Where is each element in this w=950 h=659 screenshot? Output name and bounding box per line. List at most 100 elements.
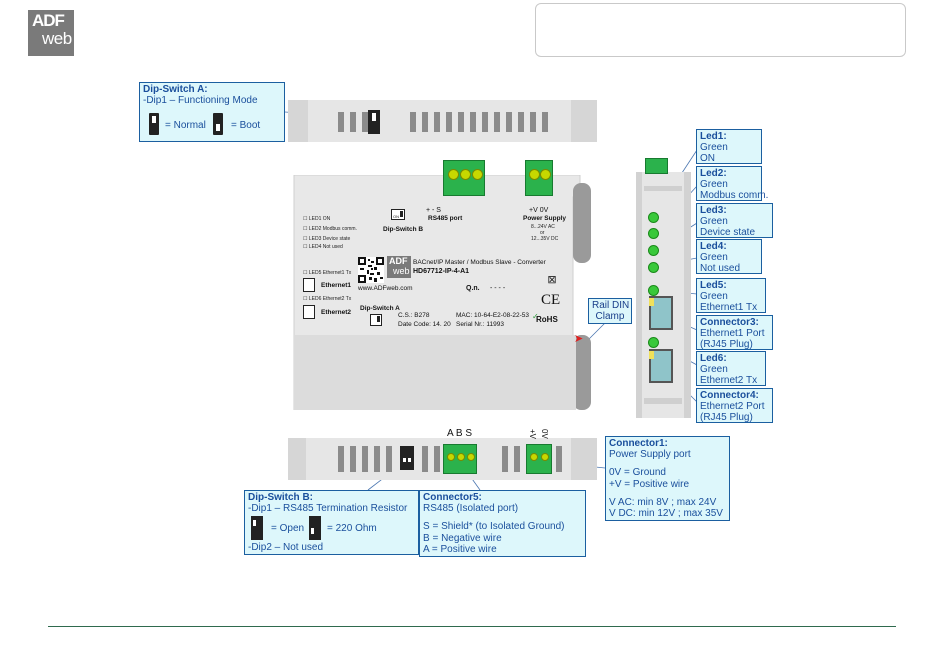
device-website: www.ADFweb.com (358, 285, 413, 292)
led1-label: ☐ LED1 ON (303, 216, 331, 222)
led4-title: Led4: (700, 241, 727, 252)
dip-b-line1: -Dip1 – RS485 Termination Resistor (248, 503, 408, 515)
device-model: HD67712-IP-4-A1 (413, 268, 470, 275)
power-terminal-top (525, 160, 553, 196)
led6-indicator (648, 337, 659, 348)
callout-led1: Led1: Green ON (696, 129, 762, 164)
terminal-screw-minus (460, 169, 471, 180)
datecode-label: Date Code: 14. 20 (398, 321, 451, 328)
rs485-port-label: RS485 port (428, 215, 463, 222)
connector4-line1: (RJ45 Plug) (700, 412, 753, 424)
dip-a-line1: -Dip1 – Functioning Mode (143, 95, 258, 107)
dip-b-ohm-switch-icon (309, 516, 321, 540)
led5-line0: Green (700, 291, 728, 303)
ethernet2-port-icon (303, 305, 315, 319)
led1-indicator (648, 212, 659, 223)
qr-code (358, 257, 384, 283)
connector5-line2: S = Shield* (to Isolated Ground) (423, 521, 565, 533)
rail-line2: Clamp (595, 311, 625, 323)
led2-line0: Green (700, 179, 728, 191)
power-supply-spec2: or (540, 230, 545, 236)
led3-line0: Green (700, 216, 728, 228)
dip-switch-b-front-label: Dip-Switch B (383, 226, 424, 233)
callout-rail-din: Rail DIN Clamp (588, 298, 632, 324)
dip-b-open-switch-icon (251, 516, 263, 540)
led6-front-label: ☐ LED6 Ethernet2 Tx (303, 296, 352, 302)
adfweb-small-logo: ADF web (387, 256, 411, 278)
top-vent-area (288, 100, 597, 142)
dip-a-normal-switch-icon (149, 113, 159, 135)
dip-b-knob (400, 211, 403, 217)
logo-text-web: web (42, 29, 72, 48)
callout-dip-switch-a: Dip-Switch A: -Dip1 – Functioning Mode =… (139, 82, 285, 142)
callout-connector1: Connector1: Power Supply port 0V = Groun… (605, 436, 730, 521)
mac-label: MAC: 10-64-E2-08-22-53 (456, 312, 529, 319)
top-vents (288, 100, 597, 142)
connector5-title: Connector5: (423, 492, 482, 503)
callout-dip-switch-b: Dip-Switch B: -Dip1 – RS485 Termination … (244, 490, 419, 555)
led6-line1: Ethernet2 Tx (700, 375, 758, 387)
device-bottom-view (288, 438, 597, 480)
led3-label: ☐ LED3 Device state (303, 236, 351, 242)
dip-switch-a-front (370, 314, 382, 326)
plus-v-label: +V (528, 429, 537, 440)
dip-a-knob (377, 316, 380, 322)
dip-b-open-label: = Open (271, 523, 305, 534)
connector1-line3: +V = Positive wire (609, 478, 690, 490)
dip-switch-b-front: ON (391, 209, 405, 220)
device-top-view (288, 100, 597, 142)
callout-led6: Led6: Green Ethernet2 Tx (696, 351, 766, 386)
led4-label: ☐ LED4 Not used (303, 244, 343, 250)
device-front-view (288, 175, 597, 410)
header-box (535, 3, 906, 57)
zero-v-label: 0V (540, 429, 549, 439)
power-supply-label: Power Supply (523, 215, 566, 222)
rs485-terminal-bottom (443, 444, 477, 474)
dip-b-on-label: ON (393, 214, 399, 219)
abs-terminal-labels: A B S (447, 428, 473, 439)
connector5-line4: A = Positive wire (423, 543, 497, 555)
power-supply-spec3: 12...35V DC (531, 236, 559, 242)
ethernet1-front-label: Ethernet1 (321, 282, 351, 289)
bottom-terminal-b (457, 453, 465, 461)
connector1-line4 (609, 490, 726, 497)
small-logo-adf: ADF (389, 256, 408, 266)
side-terminal-top (645, 158, 668, 174)
qn-label: Q.n. (466, 285, 480, 292)
led4-line1: Not used (700, 263, 741, 275)
bottom-terminal-v (530, 453, 538, 461)
connector3-line1: (RJ45 Plug) (700, 339, 753, 351)
bottom-terminal-0v (541, 453, 549, 461)
dip-a-boot-label: = Boot (231, 120, 261, 131)
rail-line1: Rail DIN (592, 300, 630, 311)
terminal-screw-s (472, 169, 483, 180)
callout-led2: Led2: Green Modbus comm. (696, 166, 768, 201)
led6-line0: Green (700, 364, 728, 376)
dip-b-line3: -Dip2 – Not used (248, 542, 324, 553)
led2-indicator (648, 228, 659, 239)
connector5-line0: RS485 (Isolated port) (423, 503, 519, 515)
callout-led3: Led3: Green Device state (696, 203, 773, 238)
dip-switch-a-front-label: Dip-Switch A (360, 305, 400, 312)
connector1-title: Connector1: (609, 438, 668, 449)
led3-indicator (648, 245, 659, 256)
terminal-screw-v (529, 169, 540, 180)
ethernet2-jack-tab (649, 351, 654, 359)
rs485-terminal-labels: + - S (426, 207, 441, 214)
weee-bin-icon: ⊠ (547, 273, 557, 286)
callout-led5: Led5: Green Ethernet1 Tx (696, 278, 766, 313)
bottom-terminal-a (447, 453, 455, 461)
adfweb-logo: ADF web (28, 10, 74, 56)
ce-mark: CE (541, 292, 561, 308)
rs485-terminal-top (443, 160, 485, 196)
dip-a-boot-switch-icon (213, 113, 223, 135)
rail-clamp-arrow-icon: ➤ (574, 332, 584, 345)
led5-line1: Ethernet1 Tx (700, 302, 758, 314)
dip-a-normal-label: = Normal (165, 120, 206, 131)
led4-line0: Green (700, 252, 728, 264)
callout-connector5: Connector5: RS485 (Isolated port) S = Sh… (419, 490, 586, 557)
power-supply-spec1: 8...24V AC (531, 224, 555, 230)
power-terminal-bottom (526, 444, 552, 474)
led4-indicator (648, 262, 659, 273)
led1-line0: Green (700, 142, 728, 154)
